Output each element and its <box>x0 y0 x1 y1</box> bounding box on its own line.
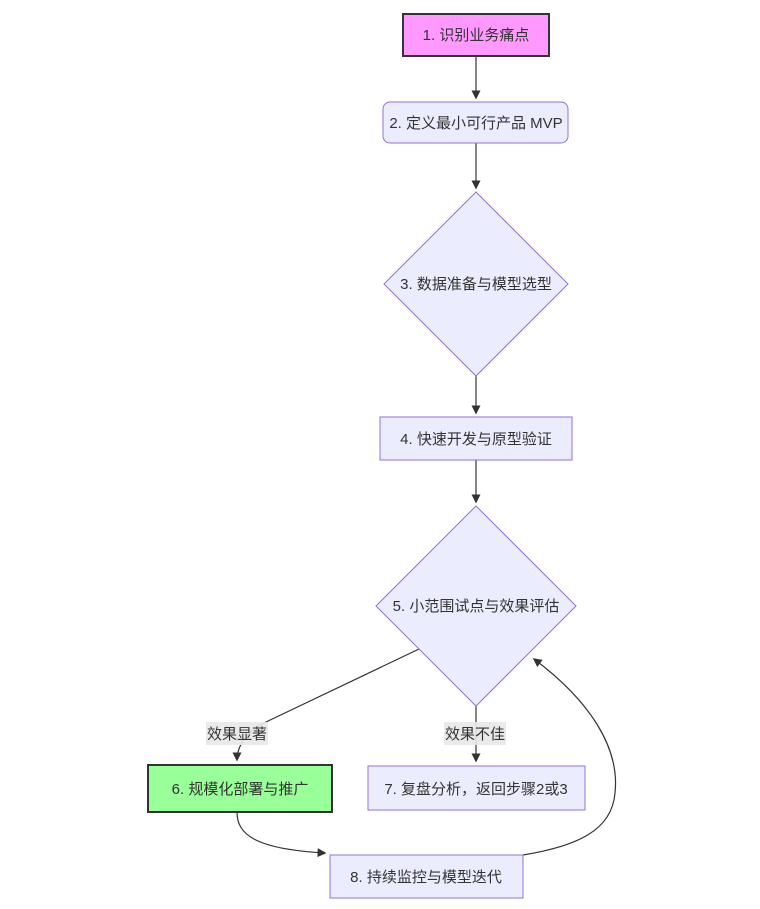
node-4-box <box>379 416 573 461</box>
node-6-box <box>147 764 333 813</box>
node-8-label: 8. 持续监控与模型迭代 <box>350 869 502 886</box>
node-2-box <box>382 101 569 144</box>
node-2-define-mvp: 2. 定义最小可行产品 MVP <box>382 101 569 144</box>
edge-label-effect-poor: 效果不佳 <box>444 722 506 745</box>
node-4-rapid-dev-prototype: 4. 快速开发与原型验证 <box>379 416 573 461</box>
node-1-identify-business-pain: 1. 识别业务痛点 <box>402 13 550 57</box>
node-1-box <box>402 13 550 57</box>
edge-label-text: 效果显著 <box>207 726 267 743</box>
edge-8-to-5 <box>522 658 617 856</box>
node-1-label: 1. 识别业务痛点 <box>423 27 530 44</box>
edge-label-effect-significant: 效果显著 <box>206 722 268 745</box>
node-7-review-analysis: 7. 复盘分析，返回步骤2或3 <box>367 765 586 811</box>
node-6-scale-deployment: 6. 规模化部署与推广 <box>147 764 333 813</box>
edge-6-to-8 <box>236 811 327 858</box>
node-7-box <box>367 765 586 811</box>
node-8-continuous-monitoring: 8. 持续监控与模型迭代 <box>329 854 524 899</box>
node-5-label: 5. 小范围试点与效果评估 <box>393 598 560 615</box>
node-5-diamond <box>375 505 577 707</box>
node-3-label: 3. 数据准备与模型选型 <box>400 276 552 293</box>
edge-label-text: 效果不佳 <box>445 726 505 743</box>
node-8-box <box>329 854 524 899</box>
node-3-diamond <box>383 191 569 377</box>
node-2-label: 2. 定义最小可行产品 MVP <box>389 115 562 132</box>
node-7-label: 7. 复盘分析，返回步骤2或3 <box>384 780 567 798</box>
node-5-pilot-evaluation: 5. 小范围试点与效果评估 <box>375 505 577 707</box>
edge-label-bg <box>206 722 268 745</box>
node-4-label: 4. 快速开发与原型验证 <box>400 431 552 448</box>
edge-label-bg <box>444 722 506 745</box>
node-6-label: 6. 规模化部署与推广 <box>172 781 309 798</box>
node-3-data-prep-model-selection: 3. 数据准备与模型选型 <box>383 191 569 377</box>
